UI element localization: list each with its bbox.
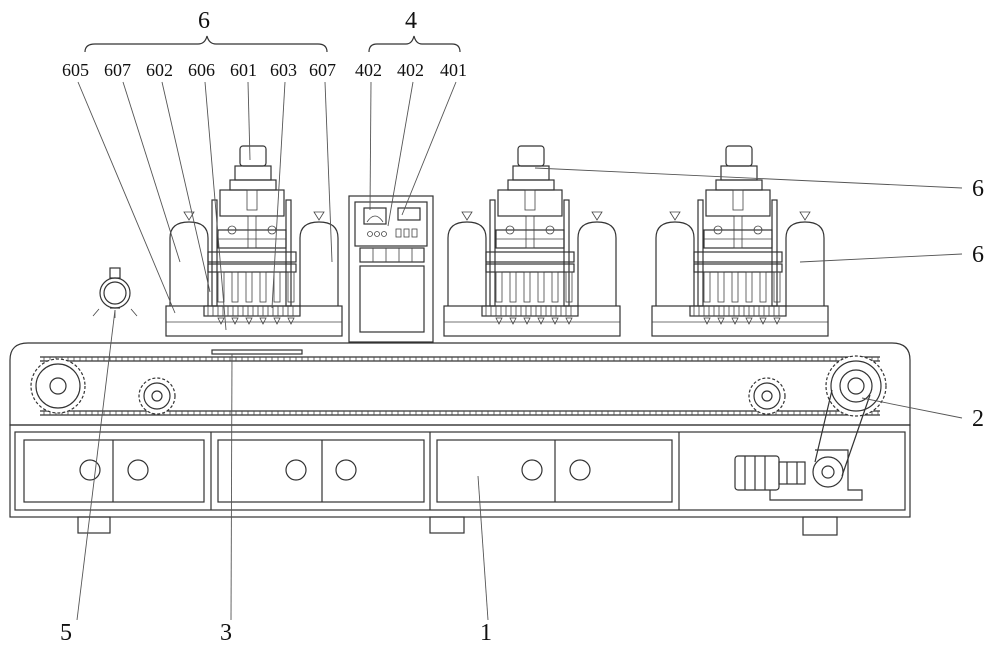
label-401: 401: [440, 60, 467, 80]
label-607-left: 607: [104, 60, 131, 80]
label-3: 3: [220, 620, 232, 646]
right-sprocket-large: [826, 356, 886, 416]
label-601: 601: [230, 60, 257, 80]
label-2: 2: [972, 406, 984, 432]
label-402-left: 402: [355, 60, 382, 80]
workstation-2: [444, 146, 620, 336]
label-5: 5: [60, 620, 72, 646]
leader-lines: [77, 82, 962, 620]
workstation-1: [166, 146, 342, 336]
label-6-lower-right: 6: [972, 242, 984, 268]
tabletop: [212, 350, 302, 354]
label-603: 603: [270, 60, 297, 80]
right-sprocket-small: [749, 378, 785, 414]
control-cabinet: [349, 196, 433, 342]
label-1: 1: [480, 620, 492, 646]
bracket-4: [369, 36, 460, 52]
label-group-4: 4: [405, 8, 417, 34]
label-605: 605: [62, 60, 89, 80]
label-607-right: 607: [309, 60, 336, 80]
label-6-upper-right: 6: [972, 176, 984, 202]
label-602: 602: [146, 60, 173, 80]
left-sprocket-large: [31, 359, 85, 413]
bracket-6: [85, 36, 327, 52]
base-cabinet: [10, 425, 910, 535]
label-606: 606: [188, 60, 215, 80]
label-402-right: 402: [397, 60, 424, 80]
left-sprocket-small: [139, 378, 175, 414]
label-group-6: 6: [198, 8, 210, 34]
